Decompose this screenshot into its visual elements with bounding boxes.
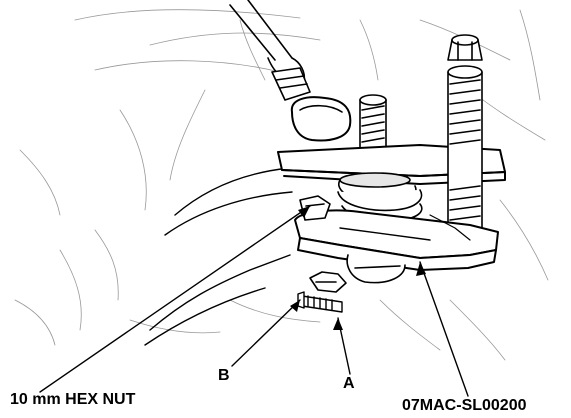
control-arm — [144, 167, 293, 346]
bolt-a — [297, 291, 343, 313]
tool-pressure-bolt — [447, 34, 483, 231]
leader-b — [231, 299, 301, 367]
ball-joint-body — [346, 254, 406, 284]
arrow-tool — [416, 262, 426, 276]
arrow-hex-nut — [298, 206, 310, 218]
leader-lines — [39, 205, 469, 397]
tie-rod — [229, 0, 352, 142]
leader-tool — [419, 261, 469, 397]
callout-hex-nut: 10 mm HEX NUT — [10, 391, 136, 408]
tie-rod-boot — [271, 67, 311, 101]
arrow-a — [333, 318, 343, 330]
hex-nut — [309, 271, 347, 293]
callout-a: A — [343, 375, 355, 392]
arrowheads — [290, 206, 426, 330]
ball-joint-boot — [337, 172, 423, 222]
callout-tool-number: 07MAC-SL00200 — [402, 397, 527, 414]
arrow-b — [290, 300, 300, 312]
suspension-background-lines — [14, 9, 549, 361]
callout-b: B — [218, 367, 230, 384]
leader-hex-nut — [39, 205, 311, 393]
